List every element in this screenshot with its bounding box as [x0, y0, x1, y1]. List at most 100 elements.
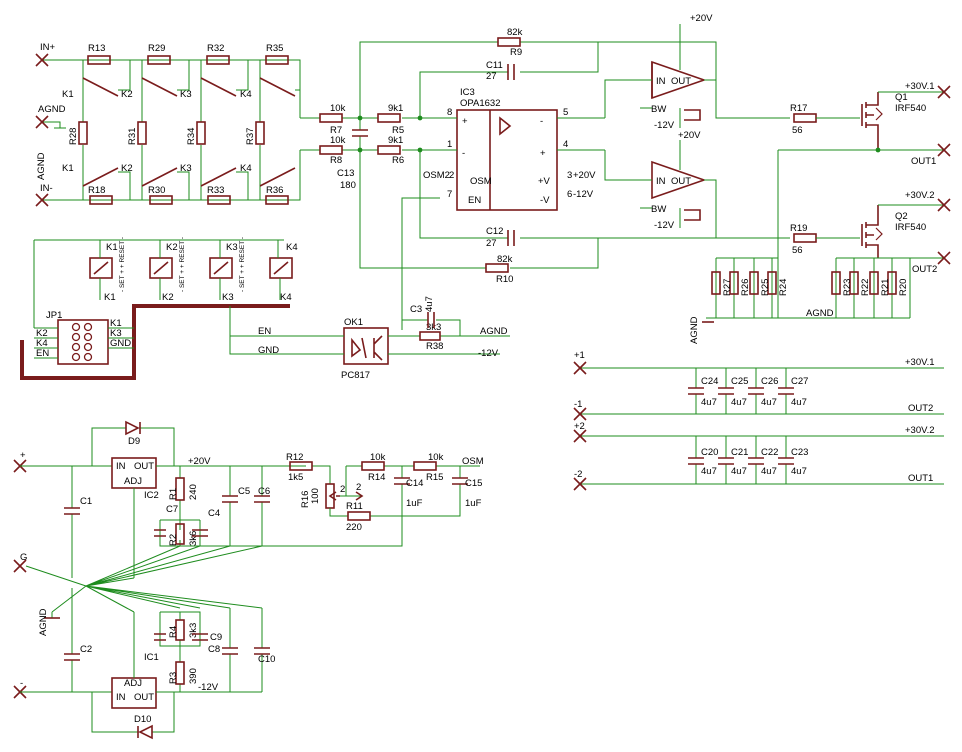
relay-K4: K4 K4	[269, 242, 298, 303]
pwr-minus2: -2	[574, 469, 582, 480]
R9	[497, 37, 521, 47]
ic3-plus-out: +	[540, 148, 546, 159]
value-C27: 4u7	[791, 397, 807, 408]
label-C11: C11	[486, 60, 503, 71]
label-R5: R5	[392, 125, 404, 136]
value-C13: 180	[340, 180, 356, 191]
label-C14: C14	[406, 478, 423, 489]
pin-3: 3	[567, 170, 572, 181]
jp-gnd: GND	[110, 338, 131, 349]
label-R8: R8	[330, 155, 342, 166]
label-K3a: K3	[180, 89, 192, 100]
R27	[711, 271, 721, 295]
label-osm-net: OSM	[462, 456, 484, 467]
label-R25: R25	[760, 279, 771, 296]
label-C3: C3	[410, 304, 422, 315]
R15	[413, 461, 437, 471]
optocoupler: OK1 PC817 EN GND 3k3 R38 C3 4u7 AGND -12…	[229, 200, 510, 381]
label-R16: R16	[300, 491, 311, 508]
R12	[289, 461, 313, 471]
relay-K1: K1 K1	[89, 242, 118, 303]
label-C15: C15	[465, 478, 482, 489]
label-D9: D9	[128, 436, 140, 447]
jp-k1: K1	[110, 318, 122, 329]
R23	[831, 271, 841, 295]
R37	[255, 121, 265, 145]
R6	[377, 145, 401, 155]
R33	[207, 195, 231, 205]
value-C14: 1uF	[406, 498, 423, 509]
value-C25: 4u7	[731, 397, 747, 408]
R8	[319, 145, 343, 155]
label-agnd-ps: AGND	[38, 608, 49, 636]
ps-minus: -	[20, 678, 23, 689]
R24	[767, 271, 777, 295]
label-K2a: K2	[121, 89, 133, 100]
R31	[137, 121, 147, 145]
label-in-plus: IN+	[40, 42, 56, 53]
relay-K2-label2: K2	[162, 292, 174, 303]
ps-plus: +	[20, 450, 26, 461]
pin-4: 4	[563, 139, 568, 150]
label-C2: C2	[80, 644, 92, 655]
R5	[377, 113, 401, 123]
ic1-adj: ADJ	[124, 678, 142, 689]
value-C24: 4u7	[701, 397, 717, 408]
output-stage: R17 56 R19 56 Q1 IRF540 +30V.1 OUT1 Q2 I…	[689, 81, 951, 344]
pin-label-2: 2	[340, 484, 345, 495]
R1	[175, 477, 185, 501]
R13	[87, 55, 111, 65]
ic2-adj: ADJ	[124, 476, 142, 487]
relay-K2-label: K2	[166, 242, 178, 253]
label-R32: R32	[207, 43, 224, 54]
relay-K3-label: K3	[226, 242, 238, 253]
relay-K3-label2: K3	[222, 292, 234, 303]
label-m12-bot: -12V	[654, 220, 675, 231]
ic3-osm: OSM	[470, 176, 492, 187]
pin-1: 1	[447, 139, 452, 150]
ic3-plus-pin: +	[462, 116, 468, 127]
ic3-vminus: -V	[540, 195, 550, 206]
ic3-minus-pin: -	[462, 148, 465, 159]
ic3-minus-out: -	[540, 116, 543, 127]
differential-amplifier: 10k R7 10k R8 9k1 R5 9k1 R6 C13 180 82k …	[300, 27, 717, 330]
value-R10: 82k	[497, 254, 513, 265]
label-C9: C9	[210, 632, 222, 643]
label-ps-m12v: -12V	[198, 682, 219, 693]
R7	[319, 113, 343, 123]
label-K1a: K1	[62, 89, 74, 100]
label-R2: R2	[168, 534, 179, 546]
relay-K1-label2: K1	[104, 292, 116, 303]
relay-setreset-1: - SET + + RESET -	[119, 237, 126, 292]
label-Q1: Q1	[895, 92, 908, 103]
label-C24: C24	[701, 376, 718, 387]
label-JP1: JP1	[46, 310, 62, 321]
label-C1: C1	[80, 496, 92, 507]
R30	[149, 195, 173, 205]
power-supply: + G - D9 IN OUT ADJ IC2 +20V R1 240 R2 3…	[13, 420, 286, 740]
label-R15: R15	[426, 472, 443, 483]
buf2-out: OUT	[671, 176, 691, 187]
label-K1b: K1	[62, 163, 74, 174]
value-R8: 10k	[330, 135, 346, 146]
value-R12: 1k5	[288, 472, 303, 483]
label-R26: R26	[740, 279, 751, 296]
pwr-minus1: -1	[574, 399, 582, 410]
value-C12: 27	[486, 238, 497, 249]
label-C27: C27	[791, 376, 808, 387]
label-PC817: PC817	[341, 370, 370, 381]
label-C13: C13	[337, 168, 354, 179]
label-20v-bot: +20V	[678, 130, 701, 141]
label-R18: R18	[88, 185, 105, 196]
label-R38: R38	[426, 341, 443, 352]
buffer-bottom: IN OUT +20V BW -12V	[604, 130, 790, 239]
pwr-out2: OUT2	[908, 403, 933, 414]
label-R24: R24	[778, 279, 789, 296]
label-agnd-vert-out: AGND	[689, 316, 700, 344]
label-R10: R10	[496, 274, 513, 285]
label-agnd-out: AGND	[806, 308, 834, 319]
decoupling-bank: +1 -1 +2 -2 +30V.1 OUT2 +30V.2 OUT1 C24 …	[573, 350, 944, 491]
label-IC1: IC1	[144, 652, 159, 663]
value-C21: 4u7	[731, 466, 747, 477]
